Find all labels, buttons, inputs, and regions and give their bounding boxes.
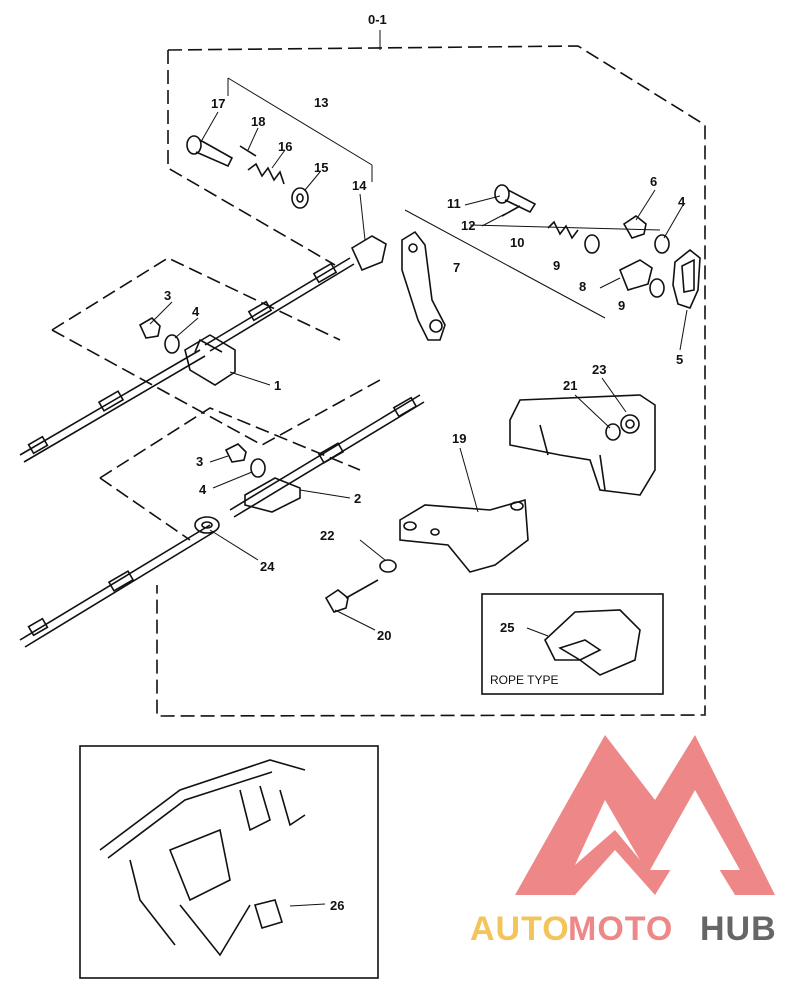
callout-14: 14 xyxy=(352,178,367,193)
callout-24: 24 xyxy=(260,559,275,574)
watermark-logo: AUTO MOTO HUB xyxy=(470,735,777,948)
watermark-text-hub: HUB xyxy=(700,910,777,948)
callout-23: 23 xyxy=(592,362,606,377)
cowling-detail-inset xyxy=(79,745,379,979)
callout-21: 21 xyxy=(563,378,577,393)
callout-2: 2 xyxy=(354,491,361,506)
engine-bracket xyxy=(324,394,656,613)
callout-4-upper: 4 xyxy=(192,304,200,319)
lower-cable-group xyxy=(19,394,425,648)
upper-link-parts xyxy=(186,77,387,272)
callout-8: 8 xyxy=(579,279,586,294)
callout-0-1: 0-1 xyxy=(368,12,387,27)
callout-3-upper: 3 xyxy=(164,288,171,303)
callout-17: 17 xyxy=(211,96,225,111)
leader-lines xyxy=(149,111,688,907)
watermark-text-moto: MOTO xyxy=(568,910,673,948)
callout-12: 12 xyxy=(461,218,475,233)
callout-16: 16 xyxy=(278,139,292,154)
callout-26: 26 xyxy=(330,898,344,913)
callout-5: 5 xyxy=(676,352,683,367)
callout-6: 6 xyxy=(650,174,657,189)
callout-1: 1 xyxy=(274,378,281,393)
watermark-triangle-mid xyxy=(650,790,740,870)
throttle-arm xyxy=(401,230,446,341)
callout-20: 20 xyxy=(377,628,391,643)
callout-15: 15 xyxy=(314,160,328,175)
rope-type-inset: ROPE TYPE xyxy=(481,593,664,695)
callout-10: 10 xyxy=(510,235,524,250)
callout-9-lower: 9 xyxy=(618,298,625,313)
right-link-parts xyxy=(404,184,701,319)
callout-18: 18 xyxy=(251,114,265,129)
watermark-text-auto: AUTO xyxy=(470,910,570,948)
callout-3-lower: 3 xyxy=(196,454,203,469)
callout-numbers: 1 2 3 3 4 4 4 5 6 7 8 9 9 10 11 12 13 14… xyxy=(164,95,686,913)
callout-22: 22 xyxy=(320,528,334,543)
callout-25: 25 xyxy=(500,620,514,635)
callout-19: 19 xyxy=(452,431,466,446)
callout-4-lower: 4 xyxy=(199,482,207,497)
watermark-triangle-outer xyxy=(515,735,775,895)
watermark-triangle-inner xyxy=(575,800,640,865)
upper-cable-group xyxy=(19,257,381,463)
callout-9-upper: 9 xyxy=(553,258,560,273)
callout-7: 7 xyxy=(453,260,460,275)
inset-label-rope-type: ROPE TYPE xyxy=(490,673,558,687)
main-assembly-outline: 0-1 xyxy=(156,12,706,717)
bracket-fasteners xyxy=(138,316,266,478)
callout-13: 13 xyxy=(314,95,328,110)
callout-4-right: 4 xyxy=(678,194,686,209)
callout-11: 11 xyxy=(447,196,461,211)
